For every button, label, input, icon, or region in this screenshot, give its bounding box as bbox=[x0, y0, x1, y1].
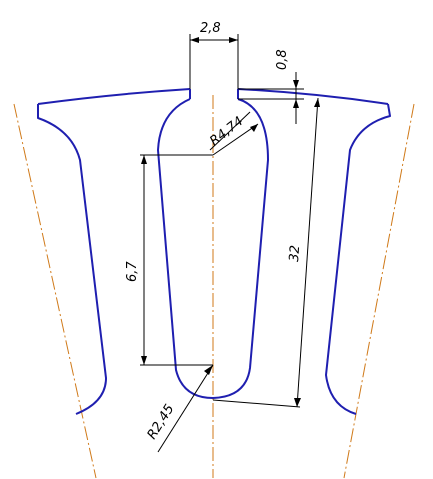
dim-depth-line bbox=[296, 97, 319, 408]
arrow-top-radius bbox=[250, 124, 258, 132]
arrow-length-top bbox=[141, 155, 147, 164]
left-tooth-outline bbox=[37, 104, 107, 415]
label-straight-length: 6,7 bbox=[125, 261, 140, 282]
arrow-width-left bbox=[190, 37, 199, 43]
dim-top-radius-leader bbox=[212, 123, 259, 156]
arrow-depth-bottom bbox=[294, 398, 301, 407]
label-slot-opening-width: 2,8 bbox=[200, 21, 221, 36]
top-arc-right bbox=[237, 88, 389, 105]
arrow-height-top bbox=[293, 80, 299, 89]
arrow-bottom-radius bbox=[204, 365, 213, 375]
label-slot-opening-height: 0,8 bbox=[275, 49, 290, 70]
arrowheads bbox=[141, 37, 320, 407]
center-line-right bbox=[343, 103, 415, 479]
label-slot-depth: 32 bbox=[287, 245, 303, 263]
arrow-depth-top bbox=[314, 98, 320, 107]
dim-top-radius-shelf bbox=[209, 111, 251, 151]
center-slot-outline bbox=[157, 98, 269, 399]
dim-bottom-radius-leader bbox=[157, 364, 214, 453]
dim-depth-ext-bottom bbox=[212, 399, 301, 408]
right-tooth-outline bbox=[325, 103, 391, 415]
center-line-left bbox=[13, 103, 97, 479]
arrow-length-bottom bbox=[141, 356, 147, 365]
label-bottom-radius: R2,45 bbox=[145, 402, 178, 442]
arrow-height-bottom bbox=[293, 99, 299, 108]
top-arc-left bbox=[37, 88, 191, 105]
dimension-lines bbox=[140, 34, 319, 453]
slot-outlines bbox=[37, 88, 391, 415]
arrow-width-right bbox=[229, 37, 238, 43]
center-lines bbox=[13, 95, 415, 479]
